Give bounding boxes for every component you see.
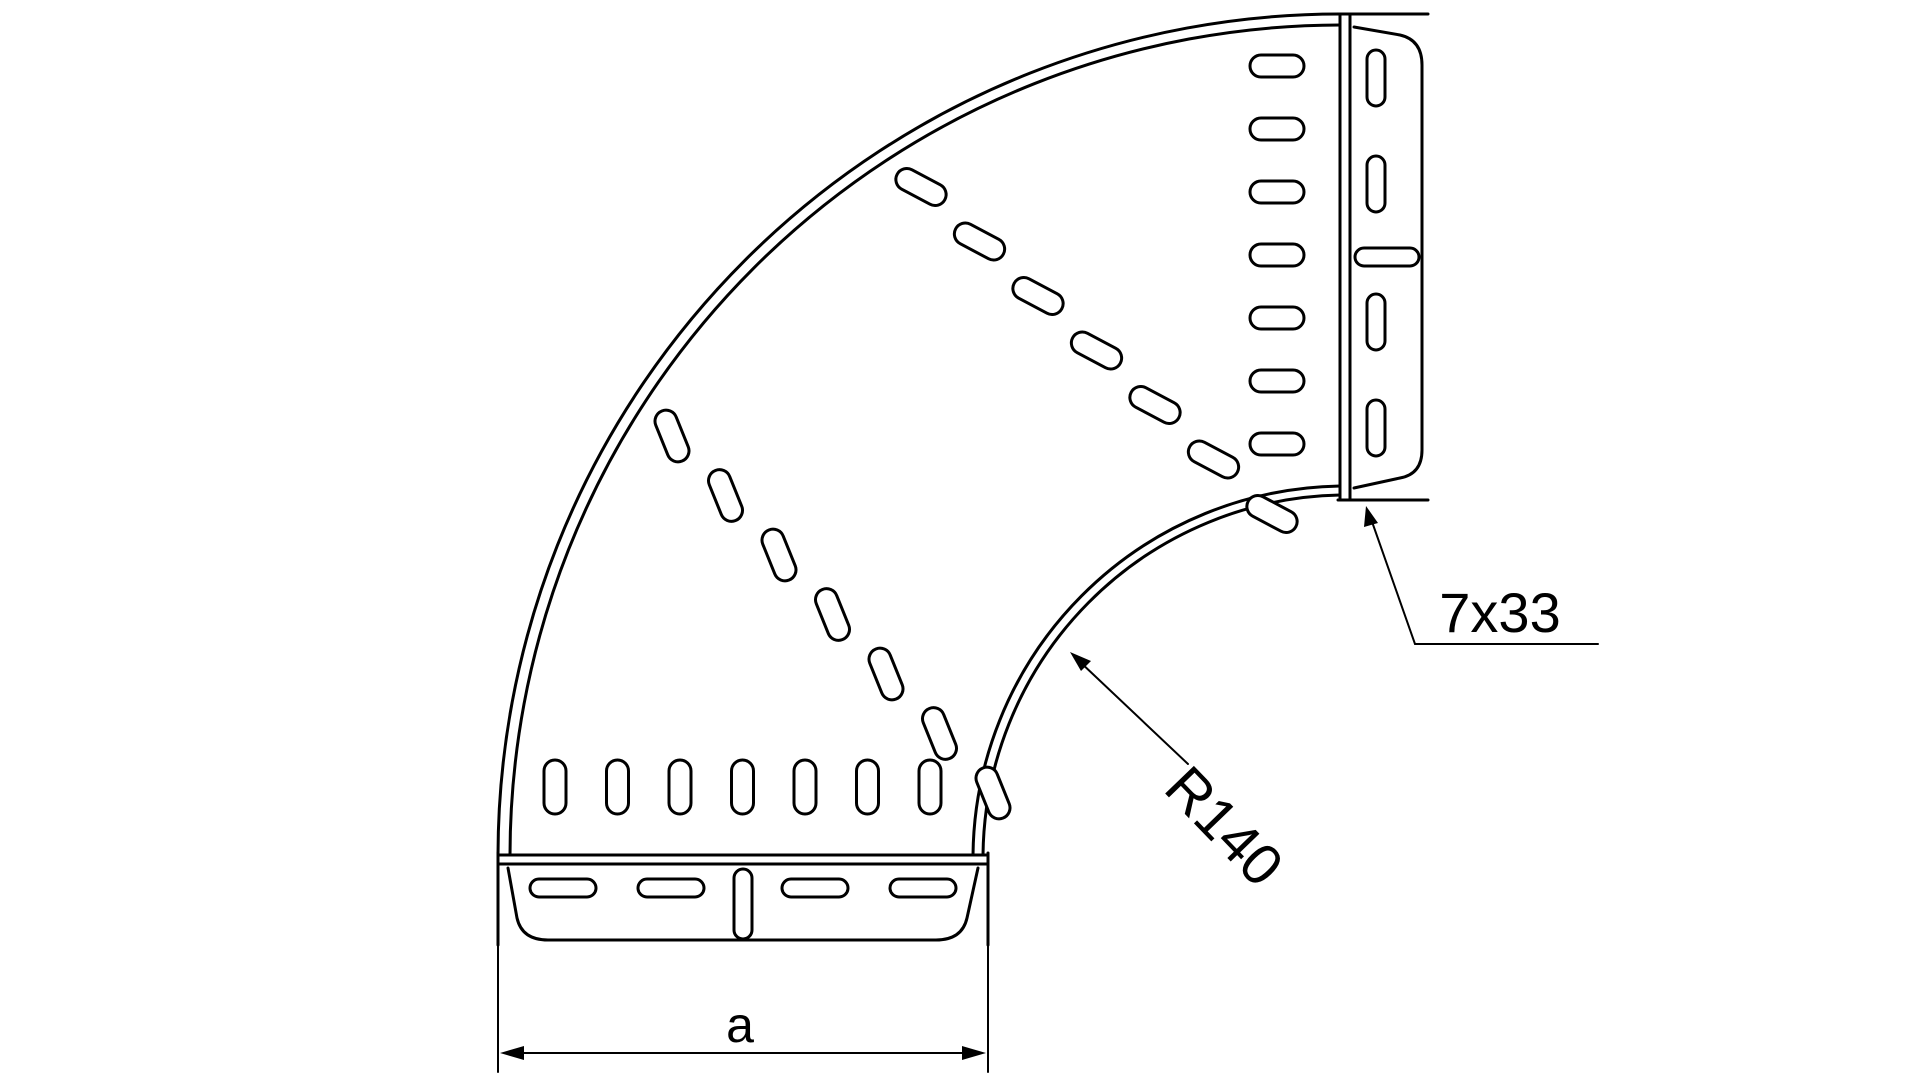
slot xyxy=(1128,384,1182,426)
bottom-plate-slot xyxy=(888,877,958,899)
right-plate-slot xyxy=(1365,292,1387,352)
slot xyxy=(1248,368,1306,394)
lower-diagonal-slots xyxy=(653,408,1012,821)
slot xyxy=(707,468,744,523)
slot-leader-line xyxy=(1369,515,1416,645)
width-arrow-left-icon xyxy=(500,1046,524,1060)
slot xyxy=(921,706,958,761)
right-connector xyxy=(1336,12,1430,502)
slot xyxy=(814,587,851,642)
slot-size-dimension: 7x33 xyxy=(1364,506,1599,645)
slot xyxy=(730,758,755,816)
slot xyxy=(1248,431,1306,457)
bottom-plate-slot xyxy=(780,877,850,899)
slot-size-label: 7x33 xyxy=(1439,581,1560,644)
right-straight-slots xyxy=(1248,53,1306,457)
right-plate-center-slot xyxy=(1353,246,1421,268)
slot xyxy=(792,758,818,816)
slot xyxy=(1248,179,1306,205)
right-plate-slot xyxy=(1365,398,1387,458)
slot xyxy=(974,765,1012,821)
outer-arc-line-2 xyxy=(508,23,1342,857)
bottom-plate-slot xyxy=(528,877,598,899)
width-label: a xyxy=(726,997,754,1053)
slot xyxy=(917,758,943,816)
slot xyxy=(1248,305,1306,331)
radius-label: R140 xyxy=(1152,754,1295,899)
slot xyxy=(1069,330,1124,371)
width-arrow-right-icon xyxy=(962,1046,986,1060)
slot xyxy=(1011,275,1065,317)
right-connector-plate xyxy=(1352,25,1424,490)
slot-leader-arrow-icon xyxy=(1364,506,1378,527)
radius-dimension: R140 xyxy=(1070,652,1296,899)
radius-arrow-icon xyxy=(1070,652,1091,671)
slot xyxy=(952,221,1007,262)
bottom-plate-slot xyxy=(636,877,706,899)
slot xyxy=(605,758,630,816)
slot xyxy=(1245,493,1299,535)
bottom-straight-slots xyxy=(542,758,943,816)
right-plate-slot xyxy=(1365,154,1387,214)
width-dimension: a xyxy=(497,944,989,1073)
slot xyxy=(1248,53,1306,79)
slot xyxy=(1248,242,1306,268)
slot xyxy=(894,166,948,208)
slot xyxy=(867,646,905,702)
slot xyxy=(760,527,798,583)
outer-arc xyxy=(496,12,1342,857)
upper-diagonal-slots xyxy=(894,166,1299,535)
slot xyxy=(653,408,691,464)
slot xyxy=(1186,439,1241,480)
slot xyxy=(667,758,693,816)
slot xyxy=(855,758,880,816)
right-plate-slot xyxy=(1365,48,1387,108)
radius-leader-line xyxy=(1077,659,1189,765)
bottom-connector xyxy=(496,851,990,947)
bottom-plate-center-slot xyxy=(732,867,754,941)
outer-arc-line-1 xyxy=(496,12,1342,857)
slot xyxy=(1248,116,1306,142)
slot xyxy=(542,758,568,816)
